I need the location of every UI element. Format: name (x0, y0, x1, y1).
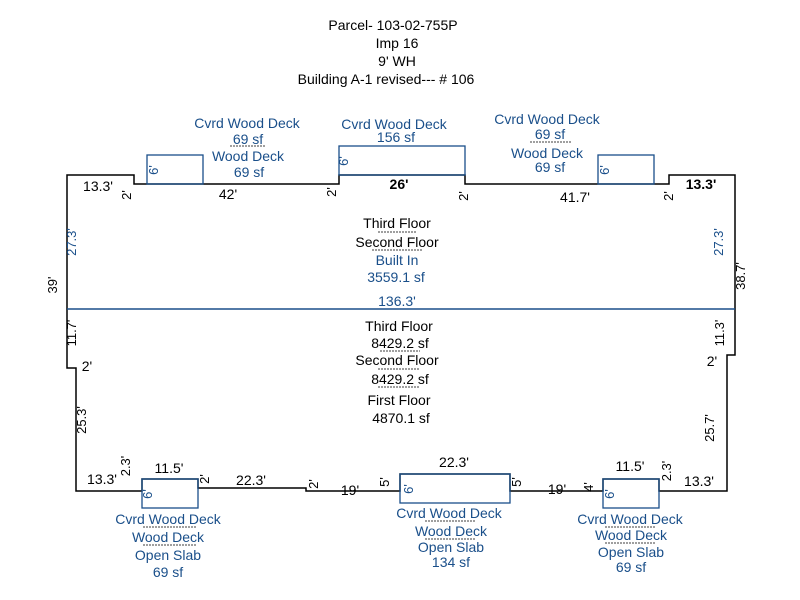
dim-bottom-center-right: 5' (509, 477, 524, 487)
top-center-deck-line1: Cvrd Wood Deck (341, 116, 448, 132)
dim-right-bottom: 25.7' (702, 414, 717, 442)
bottom-right-deck-side: 6' (602, 489, 617, 499)
bottom-left-deck-line3: Open Slab (135, 547, 201, 563)
lower-second-area: 8429.2 sf (371, 371, 429, 387)
top-left-deck-line1: Cvrd Wood Deck (194, 115, 301, 131)
bottom-right-deck-line3: Open Slab (598, 544, 664, 560)
top-right-deck-line4: 69 sf (535, 159, 565, 175)
top-right-deck-rect (597, 154, 655, 185)
bottom-center-deck-line2: Wood Deck (415, 523, 488, 539)
building-label: Building A-1 revised--- # 106 (298, 71, 475, 87)
dim-bottom-left-run: 22.3' (236, 472, 266, 488)
dim-left-total: 39' (45, 277, 60, 294)
bottom-center-deck-line4: 134 sf (432, 554, 470, 570)
top-right-deck-line2: 69 sf (535, 126, 565, 142)
imp-label: Imp 16 (376, 35, 419, 51)
dim-right-jog: 2' (707, 353, 717, 369)
bottom-center-deck-line3: Open Slab (418, 539, 484, 555)
bottom-center-deck-rect (399, 473, 511, 504)
dim-top-right-end: 13.3' (686, 176, 717, 192)
bottom-right-deck-line2: Wood Deck (595, 527, 668, 543)
upper-third-floor: Third Floor (363, 215, 431, 231)
bottom-left-deck-rect (141, 478, 199, 509)
bottom-center-deck-labels: Cvrd Wood Deck Wood Deck Open Slab 134 s… (396, 505, 503, 570)
bottom-right-deck-rect (602, 478, 660, 509)
lower-second-floor: Second Floor (355, 352, 439, 368)
dim-bottom-right-mid-run: 19' (548, 481, 566, 497)
dim-top-center-step-left: 2' (324, 187, 339, 197)
bottom-left-deck-labels: Cvrd Wood Deck Wood Deck Open Slab 69 sf (115, 511, 222, 580)
top-left-deck-line4: 69 sf (234, 164, 264, 180)
top-left-deck-labels: Cvrd Wood Deck 69 sf Wood Deck 69 sf 6' (146, 115, 301, 180)
dim-top-center-step-right: 2' (456, 191, 471, 201)
dim-bottom-left-deck-width: 11.5' (155, 460, 184, 476)
dim-top-left-step: 2' (119, 190, 134, 200)
bottom-left-deck-side: 6' (140, 489, 155, 499)
bottom-right-deck-labels: Cvrd Wood Deck Wood Deck Open Slab 69 sf (577, 511, 684, 575)
dim-bottom-left-step: 2' (306, 479, 321, 489)
top-left-deck-side: 6' (146, 165, 161, 175)
side-dimensions: 27.3' 39' 11.7' 2' 25.3' 27.3' 38.7' 11.… (45, 228, 748, 442)
dim-top-left-end: 13.3' (83, 178, 113, 194)
dim-left-bottom: 25.3' (74, 406, 89, 434)
dim-bottom-center-left: 5' (377, 477, 392, 487)
dim-bottom-left-deck-right: 2' (197, 474, 212, 484)
dim-left-jog: 2' (82, 358, 92, 374)
lower-first-floor: First Floor (368, 392, 431, 408)
top-right-deck-line3: Wood Deck (511, 145, 584, 161)
dim-right-total: 38.7' (733, 262, 748, 290)
dim-top-left-run: 42' (219, 186, 237, 202)
bottom-left-deck-line4: 69 sf (153, 564, 183, 580)
top-right-deck-labels: Cvrd Wood Deck 69 sf Wood Deck 69 sf 6' (494, 111, 612, 175)
top-right-deck-line1: Cvrd Wood Deck (494, 111, 601, 127)
top-center-deck-side: 6' (336, 156, 351, 166)
top-center-deck-labels: Cvrd Wood Deck 156 sf 6' (336, 116, 448, 166)
upper-section-labels: Third Floor Second Floor Built In 3559.1… (355, 215, 439, 309)
dim-bottom-right-step: 4' (581, 482, 596, 492)
dim-bottom-right-end: 13.3' (684, 473, 714, 489)
bottom-left-deck-line1: Cvrd Wood Deck (115, 511, 222, 527)
bottom-left-deck-line2: Wood Deck (132, 529, 205, 545)
top-left-deck-line2: 69 sf (233, 131, 263, 147)
upper-area: 3559.1 sf (367, 269, 425, 285)
bottom-right-deck-line1: Cvrd Wood Deck (577, 511, 684, 527)
dim-left-upper: 27.3' (64, 228, 79, 256)
lower-third-floor: Third Floor (365, 318, 433, 334)
dim-right-lower: 11.3' (712, 320, 727, 347)
bottom-center-deck-side: 6' (401, 484, 416, 494)
top-center-deck-line2: 156 sf (377, 129, 415, 145)
lower-section-labels: Third Floor 8429.2 sf Second Floor 8429.… (355, 318, 439, 426)
dim-top-center-run: 26' (390, 176, 409, 192)
top-dimensions: 13.3' 2' 42' 2' 26' 2' 41.7' 2' 13.3' (83, 176, 716, 205)
upper-second-floor: Second Floor (355, 234, 439, 250)
top-center-deck-rect (338, 145, 466, 176)
dim-bottom-left-end: 13.3' (87, 471, 117, 487)
top-left-deck-rect (146, 154, 204, 185)
dim-bottom-right-deck-side: 2.3' (659, 461, 674, 482)
dim-bottom-right-deck-width: 11.5' (616, 458, 645, 474)
lower-first-area: 4870.1 sf (372, 410, 430, 426)
wall-height-label: 9' WH (378, 53, 416, 69)
dim-bottom-center-width: 22.3' (439, 454, 469, 470)
lower-third-area: 8429.2 sf (371, 335, 429, 351)
parcel-title: Parcel- 103-02-755P (328, 17, 457, 33)
dim-right-upper: 27.3' (711, 228, 726, 256)
upper-built-in: Built In (376, 252, 419, 268)
dim-top-right-step: 2' (661, 191, 676, 201)
bottom-right-deck-line4: 69 sf (616, 559, 646, 575)
bottom-center-deck-line1: Cvrd Wood Deck (396, 505, 503, 521)
divider-length: 136.3' (378, 293, 416, 309)
dim-bottom-left-mid-run: 19' (341, 482, 359, 498)
dim-top-right-run: 41.7' (560, 189, 590, 205)
top-left-deck-line3: Wood Deck (212, 148, 285, 164)
top-right-deck-side: 6' (597, 165, 612, 175)
dim-bottom-left-deck-side: 2.3' (118, 456, 133, 477)
bottom-dimensions: 13.3' 2.3' 11.5' 2' 22.3' 2' 19' 5' 22.3… (87, 454, 714, 498)
dim-left-lower: 11.7' (64, 320, 79, 347)
